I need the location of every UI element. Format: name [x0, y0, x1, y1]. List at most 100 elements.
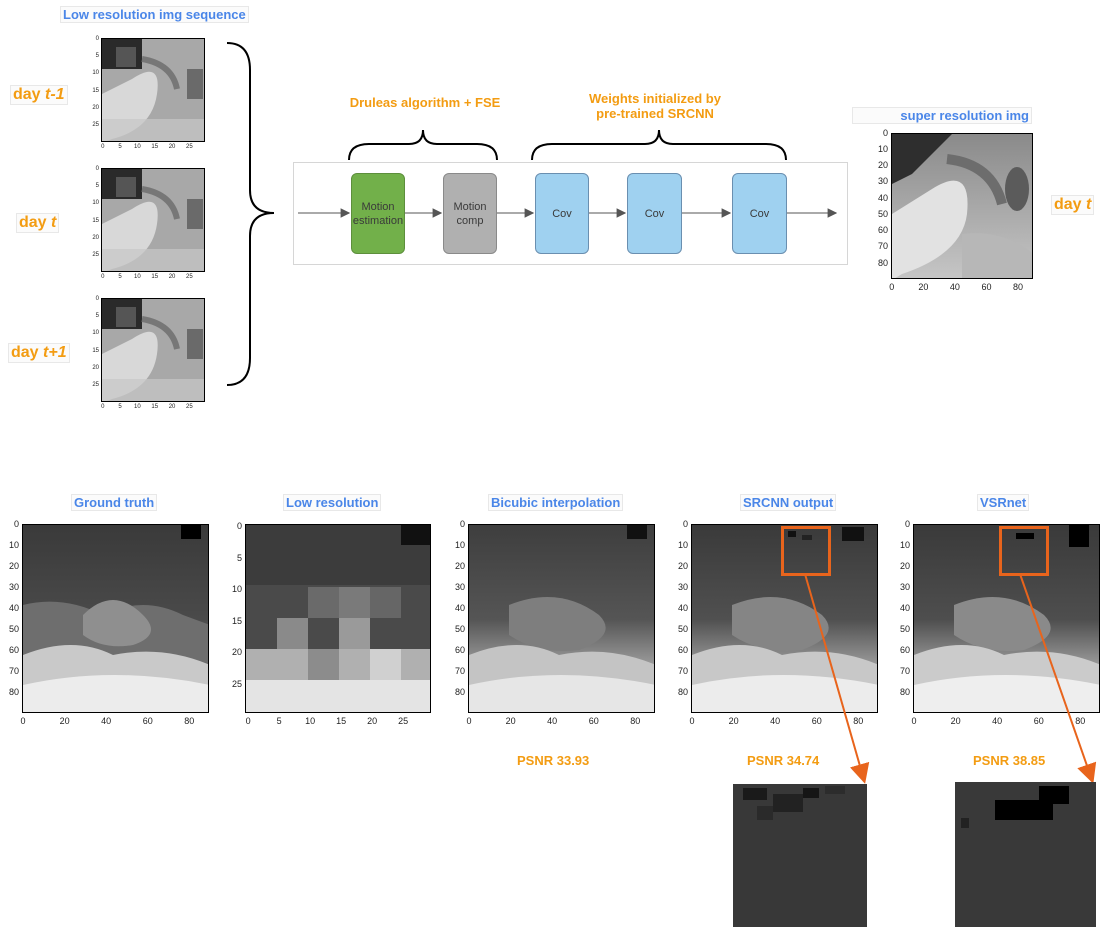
- x-tick-label: 15: [151, 404, 159, 410]
- y-tick-label: 30: [454, 582, 465, 593]
- weights-label-line1: Weights initialized by: [589, 91, 721, 106]
- x-tick-label: 20: [505, 716, 516, 726]
- y-tick-label: 10: [677, 540, 688, 551]
- cov-block-2: Cov: [627, 173, 682, 254]
- y-tick-label: 25: [92, 382, 99, 389]
- weights-brace: [531, 129, 787, 161]
- x-tick-label: 0: [20, 716, 26, 726]
- y-tick-label: 0: [95, 295, 99, 302]
- pipeline-arrows: [298, 208, 838, 218]
- y-tick-label: 10: [899, 540, 910, 551]
- x-tick-label: 10: [134, 144, 141, 150]
- x-tick-label: 25: [186, 274, 193, 280]
- x-tick-label: 0: [911, 716, 917, 726]
- lr-image-next: [101, 298, 205, 402]
- x-tick-label: 20: [728, 716, 739, 726]
- y-tick-label: 20: [92, 235, 99, 242]
- y-tick-label: 0: [882, 127, 888, 138]
- x-tick-label: 15: [336, 716, 347, 726]
- y-tick-label: 10: [231, 584, 242, 595]
- y-tick-label: 0: [95, 35, 99, 42]
- day-curr-label: day t: [16, 213, 60, 233]
- y-tick-label: 15: [92, 87, 99, 94]
- motion-estimation-block: Motion estimation: [351, 173, 405, 254]
- y-tick-label: 10: [877, 144, 888, 155]
- panel-title-vsrnet: VSRnet: [977, 494, 1030, 511]
- image-ground-truth: [22, 524, 209, 713]
- x-tick-label: 20: [168, 274, 176, 280]
- y-tick-label: 50: [877, 208, 888, 219]
- x-tick-label: 15: [151, 144, 159, 150]
- y-tick-label: 70: [877, 241, 888, 252]
- x-tick-label: 0: [101, 274, 105, 280]
- y-tick-label: 10: [454, 540, 465, 551]
- y-tick-label: 15: [92, 347, 99, 354]
- lr-sequence-label: Low resolution img sequence: [60, 6, 249, 23]
- weights-label-line2: pre-trained SRCNN: [596, 106, 714, 121]
- y-tick-label: 15: [92, 217, 99, 224]
- druleas-label: Druleas algorithm + FSE: [349, 95, 501, 110]
- psnr-vsrnet: PSNR 38.85: [973, 753, 1046, 768]
- cov-block-1: Cov: [535, 173, 589, 254]
- panel-title-bicubic: Bicubic interpolation: [488, 494, 624, 511]
- panel-title-ground-truth: Ground truth: [71, 494, 158, 511]
- y-tick-label: 50: [454, 624, 465, 635]
- y-tick-label: 80: [877, 257, 888, 268]
- x-tick-label: 10: [134, 274, 141, 280]
- y-tick-label: 5: [95, 183, 99, 190]
- y-tick-label: 20: [92, 365, 99, 372]
- y-tick-label: 30: [899, 582, 910, 593]
- y-tick-label: 10: [92, 70, 99, 77]
- cov-block-3: Cov: [732, 173, 787, 254]
- vsrnet-zoom-box: [999, 526, 1049, 576]
- y-tick-label: 0: [904, 519, 910, 530]
- x-tick-label: 0: [889, 282, 895, 292]
- x-tick-label: 0: [466, 716, 472, 726]
- sequence-brace: [226, 42, 275, 386]
- image-srcnn: [691, 524, 878, 713]
- y-tick-label: 50: [899, 624, 910, 635]
- y-tick-label: 5: [95, 53, 99, 60]
- y-tick-label: 40: [677, 603, 688, 614]
- y-tick-label: 60: [8, 645, 19, 656]
- y-tick-label: 15: [231, 615, 242, 626]
- pipeline-panel: Motion estimation Motion comp Cov Cov Co…: [293, 162, 848, 265]
- y-tick-label: 70: [8, 666, 19, 677]
- x-tick-label: 40: [770, 716, 781, 726]
- y-tick-label: 5: [236, 552, 242, 563]
- y-tick-label: 50: [8, 624, 19, 635]
- image-low-resolution: [245, 524, 431, 713]
- y-tick-label: 60: [677, 645, 688, 656]
- x-tick-label: 40: [992, 716, 1003, 726]
- y-tick-label: 40: [454, 603, 465, 614]
- day-next-label: day t+1: [8, 343, 70, 363]
- y-tick-label: 80: [8, 687, 19, 698]
- x-tick-label: 80: [1012, 282, 1023, 292]
- y-tick-label: 60: [454, 645, 465, 656]
- x-tick-label: 20: [950, 716, 961, 726]
- panel-title-srcnn: SRCNN output: [740, 494, 837, 511]
- x-tick-label: 40: [547, 716, 558, 726]
- psnr-srcnn: PSNR 34.74: [747, 753, 820, 768]
- y-tick-label: 5: [95, 313, 99, 320]
- y-tick-label: 60: [877, 225, 888, 236]
- y-tick-label: 10: [8, 540, 19, 551]
- y-tick-label: 70: [454, 666, 465, 677]
- x-tick-label: 60: [142, 716, 153, 726]
- motion-comp-block: Motion comp: [443, 173, 497, 254]
- x-tick-label: 80: [853, 716, 864, 726]
- y-tick-label: 40: [8, 603, 19, 614]
- x-tick-label: 20: [168, 144, 176, 150]
- lr-image-prev: [101, 38, 205, 142]
- lr-image-curr: [101, 168, 205, 272]
- x-tick-label: 0: [245, 716, 251, 726]
- x-tick-label: 20: [168, 404, 176, 410]
- x-tick-label: 60: [981, 282, 992, 292]
- output-day-label: day t: [1051, 195, 1095, 215]
- y-tick-label: 40: [899, 603, 910, 614]
- y-tick-label: 80: [899, 687, 910, 698]
